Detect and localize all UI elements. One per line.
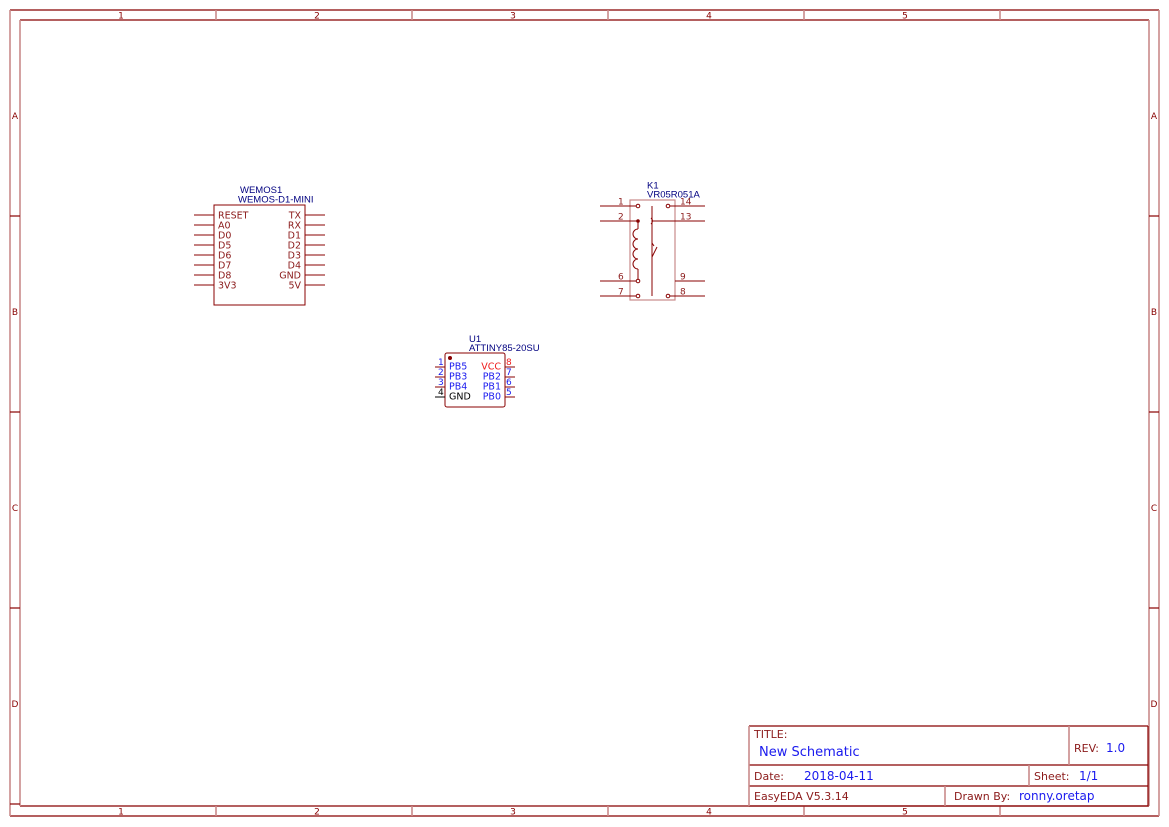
pin-number: 3 <box>438 378 444 388</box>
sheet-label: Sheet: <box>1034 770 1070 783</box>
pin-name: GND <box>449 392 471 403</box>
column-label: 4 <box>706 12 712 22</box>
pin-number: 2 <box>618 213 624 223</box>
component-body[interactable] <box>444 352 506 408</box>
pin-name: PB3 <box>449 372 467 383</box>
row-label: B <box>1151 308 1157 318</box>
pin-name: D5 <box>218 241 231 252</box>
column-label: 3 <box>510 12 516 22</box>
pin-number: 2 <box>438 368 444 378</box>
sheet-value[interactable]: 1/1 <box>1079 769 1098 783</box>
column-label: 2 <box>314 12 320 22</box>
drawn-by-value[interactable]: ronny.oretap <box>1019 789 1095 803</box>
pin-name: PB5 <box>449 362 467 373</box>
component-ref: WEMOS1 <box>240 185 282 196</box>
pin-name: RX <box>288 221 302 232</box>
column-label: 5 <box>902 808 908 818</box>
pin-name: D3 <box>288 251 301 262</box>
pin-number: 9 <box>680 273 686 283</box>
pin-number: 7 <box>506 368 512 378</box>
component-value: ATTINY85-20SU <box>469 343 540 354</box>
column-label: 1 <box>118 808 124 818</box>
row-label: D <box>1151 700 1158 710</box>
row-label: B <box>12 308 18 318</box>
component-value: WEMOS-D1-MINI <box>238 195 313 206</box>
pin-number: 6 <box>618 273 624 283</box>
pin-name: 5V <box>288 281 301 292</box>
pin-name: D6 <box>218 251 231 262</box>
pin-name: PB2 <box>483 372 501 383</box>
column-label: 5 <box>902 12 908 22</box>
row-label: D <box>12 700 19 710</box>
column-label: 4 <box>706 808 712 818</box>
pin-name: VCC <box>481 362 501 373</box>
pin-name: 3V3 <box>218 281 237 292</box>
pin-number: 1 <box>618 198 624 208</box>
pin-number: 8 <box>506 358 512 368</box>
row-label: C <box>1151 504 1157 514</box>
pin1-marker-icon <box>448 356 452 360</box>
pin-number: 13 <box>680 213 691 223</box>
pin-number: 1 <box>438 358 444 368</box>
title-block: TITLE: New Schematic REV: 1.0 Date: 2018… <box>748 725 1149 807</box>
pin-name: D2 <box>288 241 301 252</box>
rev-label: REV: <box>1074 742 1099 755</box>
pin-number: 8 <box>680 288 686 298</box>
date-label: Date: <box>754 770 784 783</box>
component-value: VR05R051A <box>647 190 700 201</box>
pin-name: D1 <box>288 231 301 242</box>
row-label: C <box>12 504 18 514</box>
relay-coil-icon <box>632 203 641 299</box>
sheet-frame: 1 2 3 4 5 1 2 3 4 5 A B C D A B C D <box>9 9 1160 818</box>
pin-number: 7 <box>618 288 624 298</box>
component-k1-relay[interactable]: K1 VR05R051A 1 2 <box>600 181 705 301</box>
column-label: 3 <box>510 808 516 818</box>
pin-name: D7 <box>218 261 231 272</box>
component-ref: U1 <box>469 334 481 345</box>
title-value[interactable]: New Schematic <box>759 745 860 760</box>
row-label: A <box>1151 112 1158 122</box>
date-value[interactable]: 2018-04-11 <box>804 769 874 783</box>
column-label: 2 <box>314 808 320 818</box>
pin-name: GND <box>279 271 301 282</box>
component-wemos1[interactable]: WEMOS1 WEMOS-D1-MINI RESET A0 D0 D5 D6 D… <box>194 185 325 306</box>
rev-value[interactable]: 1.0 <box>1106 741 1125 755</box>
pin-name: RESET <box>218 211 249 222</box>
component-u1-attiny85[interactable]: U1 ATTINY85-20SU 1 2 3 4 PB5 PB3 PB4 GND… <box>435 334 540 408</box>
component-ref: K1 <box>647 181 659 192</box>
pin-name: A0 <box>218 221 231 232</box>
pin-name: TX <box>288 211 302 222</box>
pin-name: D4 <box>288 261 301 272</box>
row-label: A <box>12 112 19 122</box>
column-label: 1 <box>118 12 124 22</box>
software-version: EasyEDA V5.3.14 <box>754 790 849 803</box>
pin-name: PB1 <box>483 382 501 393</box>
relay-switch-icon <box>650 203 671 299</box>
pin-number: 6 <box>506 378 512 388</box>
pin-number: 4 <box>438 388 444 398</box>
title-label: TITLE: <box>753 728 787 741</box>
pin-name: D8 <box>218 271 231 282</box>
pin-number: 14 <box>680 198 692 208</box>
pin-name: D0 <box>218 231 231 242</box>
drawn-by-label: Drawn By: <box>954 790 1010 803</box>
pin-number: 5 <box>506 388 512 398</box>
pin-name: PB0 <box>483 392 501 403</box>
pin-name: PB4 <box>449 382 467 393</box>
